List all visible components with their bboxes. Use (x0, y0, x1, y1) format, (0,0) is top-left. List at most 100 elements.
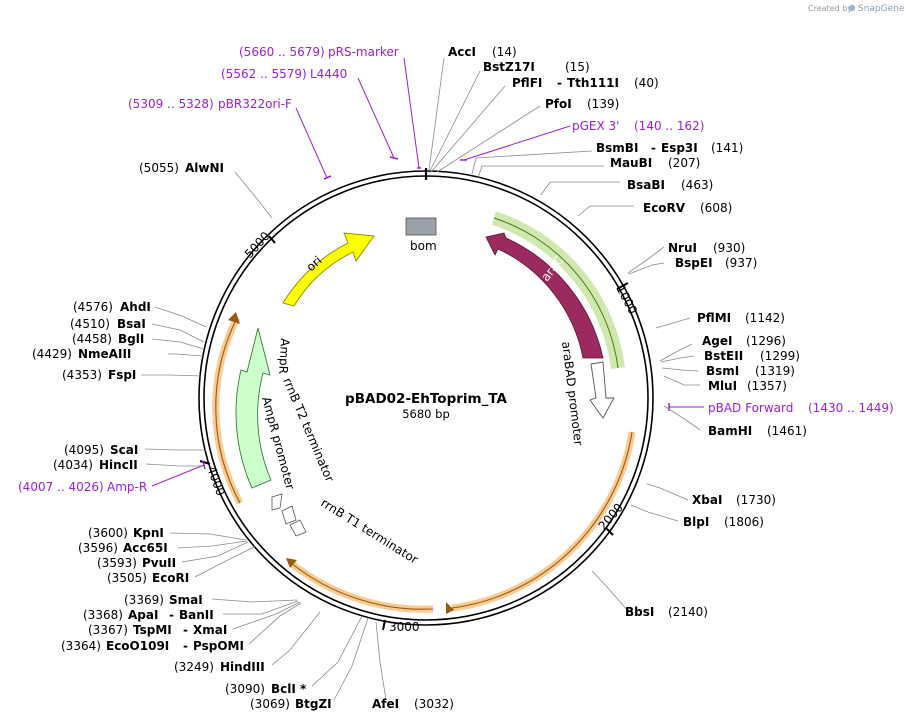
site-pos-NmeAIII: (4429) (32, 347, 72, 361)
site-pos-FspI: (4353) (62, 368, 102, 382)
orange-arrowhead-c (286, 558, 297, 568)
rrnB-T1-arrow (289, 519, 307, 537)
site-pos-MluI: (1357) (747, 379, 787, 393)
site-name2-XmaI: XmaI (193, 623, 227, 637)
site-name-AlwNI: AlwNI (185, 161, 224, 175)
site-name-AgeI: AgeI (702, 334, 732, 348)
site-pos-AgeI: (1296) (746, 334, 786, 348)
site-name-PvuII: PvuII (142, 556, 176, 570)
site-pos-BsaI: (4510) (70, 317, 110, 331)
site-name-PflFI: PflFI (512, 76, 542, 90)
site-dash-TspMI: - (183, 623, 188, 637)
site-pos-BstEII: (1299) (760, 349, 800, 363)
AmpR-label: AmpR (276, 338, 292, 375)
site-pos-AlwNI: (5055) (139, 161, 179, 175)
araC-arrow (485, 232, 604, 359)
tick-label-1000: 1000 (613, 283, 640, 317)
site-pos-BbsI: (2140) (668, 605, 708, 619)
tick-label-5000: 5000 (242, 229, 273, 261)
bom-feature (405, 217, 437, 236)
primer-name-L4440: L4440 (310, 67, 347, 81)
site-name-BsmBI: BsmBI (596, 141, 638, 155)
site-pos-BclI: (3090) (225, 682, 265, 696)
site-name-KpnI: KpnI (133, 526, 164, 540)
site-pos-BsmI: (1319) (755, 364, 795, 378)
site-name-BstEII: BstEII (704, 349, 743, 363)
site-name-HincII: HincII (99, 458, 138, 472)
site-pos-BspEI: (937) (725, 256, 757, 270)
primer-range-Amp-R: (4007 .. 4026) (18, 480, 104, 494)
site-pos-ApaI: (3368) (83, 608, 123, 622)
site-name-ApaI: ApaI (128, 608, 158, 622)
site-name-EcoRI: EcoRI (152, 571, 189, 585)
tick-label-3000: 3000 (389, 620, 420, 634)
primer-name-pRS-marker: pRS-marker (328, 45, 399, 59)
site-pos-BstZ17I: (15) (565, 60, 590, 74)
site-name-BbsI: BbsI (625, 605, 654, 619)
site-pos-MauBI: (207) (668, 156, 700, 170)
site-name-BspEI: BspEI (675, 256, 713, 270)
primer-range-pBAD-Forward: (1430 .. 1449) (808, 401, 894, 415)
site-leader-lines (141, 57, 701, 701)
site-name-EcoRV: EcoRV (643, 201, 686, 215)
bom-label: bom (410, 239, 437, 253)
primer-leader-lines (151, 57, 704, 487)
site-pos-SmaI: (3369) (124, 593, 164, 607)
araBAD-promoter-arrow (589, 361, 615, 419)
site-pos-BamHI: (1461) (767, 424, 807, 438)
site-name-HindIII: HindIII (220, 660, 265, 674)
site-pos-HindIII: (3249) (174, 660, 214, 674)
site-name-BlpI: BlpI (683, 515, 709, 529)
snapgene-brand: SnapGene (858, 4, 905, 14)
site-name2-Tth111I: Tth111I (567, 76, 619, 90)
orange-arrowhead-b (446, 602, 454, 614)
site-dash-ApaI: - (169, 608, 174, 622)
tick-4000 (199, 460, 211, 465)
site-pos-AccI: (14) (492, 45, 517, 59)
site-name-TspMI: TspMI (133, 623, 172, 637)
orange-arrowhead-a (228, 312, 240, 324)
tick-1000 (616, 282, 629, 290)
site-pos-BsmBI: (141) (711, 141, 743, 155)
primer-name-pGEX3: pGEX 3' (572, 119, 619, 133)
site-name-EcoO109I: EcoO109I (106, 639, 169, 653)
snapgene-logo-icon (848, 4, 856, 12)
site-name-SmaI: SmaI (169, 593, 203, 607)
site-pos-KpnI: (3600) (88, 526, 128, 540)
site-name-Acc65I: Acc65I (123, 541, 168, 555)
site-name-NruI: NruI (668, 241, 697, 255)
site-name-BstZ17I: BstZ17I (483, 60, 535, 74)
primer-name-Amp-R: Amp-R (107, 480, 147, 494)
site-name-AfeI: AfeI (372, 697, 399, 711)
site-name-MluI: MluI (708, 379, 737, 393)
primer-range-L4440: (5562 .. 5579) (221, 67, 307, 81)
site-name-FspI: FspI (108, 368, 136, 382)
site-dash-BsmBI: - (651, 141, 656, 155)
tick-2000 (605, 527, 614, 536)
site-pos-XbaI: (1730) (736, 493, 776, 507)
site-pos-BlpI: (1806) (724, 515, 764, 529)
site-pos-AhdI: (4576) (73, 300, 113, 314)
site-pos-PfoI: (139) (587, 97, 619, 111)
araC-glow-edge (493, 217, 619, 369)
site-pos-TspMI: (3367) (88, 623, 128, 637)
site-pos-NruI: (930) (713, 241, 745, 255)
primer-range-pGEX3: (140 .. 162) (634, 119, 704, 133)
site-name-BtgZI: BtgZI (295, 697, 332, 711)
araBAD-promoter-label: araBAD promoter (559, 341, 586, 447)
tick-3000 (382, 619, 386, 631)
site-name-BsaI: BsaI (117, 317, 146, 331)
site-dash-EcoO109I: - (183, 639, 188, 653)
primer-range-pRS-marker: (5660 .. 5679) (239, 45, 325, 59)
site-pos-PvuII: (3593) (97, 556, 137, 570)
ori-arrow (282, 232, 375, 307)
site-name2-Esp3I: Esp3I (661, 141, 698, 155)
site-pos-BsaBI: (463) (681, 178, 713, 192)
site-pos-BtgZI: (3069) (250, 697, 290, 711)
primer-name-pBAD-Forward: pBAD Forward (708, 401, 793, 415)
site-name-PfoI: PfoI (545, 97, 572, 111)
site-name-BamHI: BamHI (708, 424, 752, 438)
site-pos-EcoO109I: (3364) (61, 639, 101, 653)
rrnB-T2-arrow (281, 505, 297, 525)
